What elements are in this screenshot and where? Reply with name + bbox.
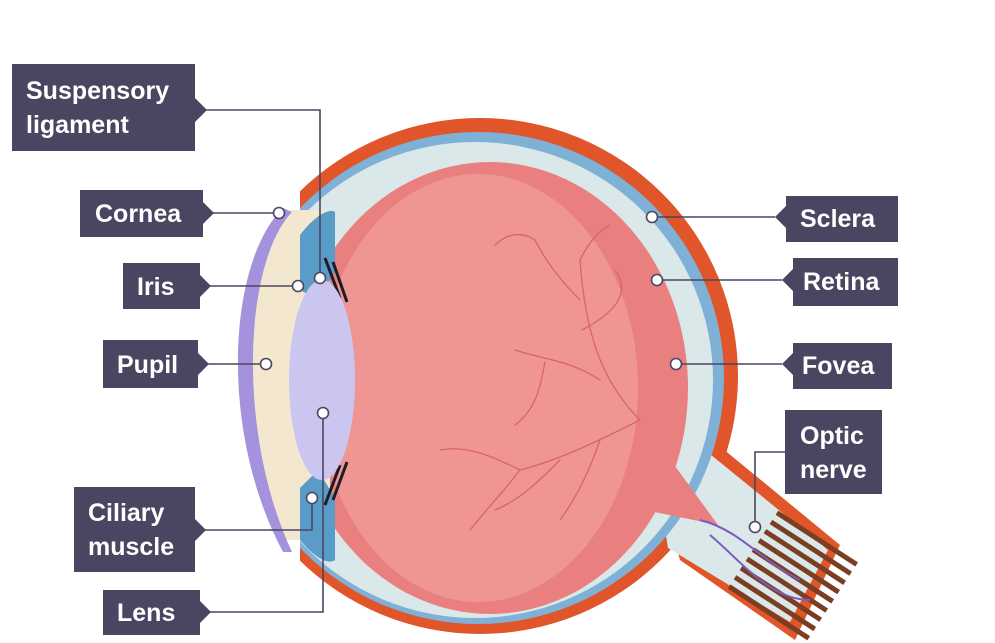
label-lens: Lens (103, 590, 211, 635)
label-suspensory-ligament-line2: ligament (26, 111, 129, 139)
vitreous-body (318, 174, 638, 602)
label-optic-nerve-line2: nerve (800, 456, 867, 484)
dot-suspensory-ligament (313, 271, 327, 285)
label-ciliary-muscle: Ciliary muscle (74, 487, 206, 572)
retinal-veins (439, 224, 641, 531)
optic-disc (620, 418, 718, 525)
lens-shape (289, 280, 355, 480)
dot-iris (291, 279, 305, 293)
dot-sclera (645, 210, 659, 224)
label-cornea-text: Cornea (95, 200, 182, 228)
label-sclera: Sclera (775, 196, 898, 242)
label-fovea-text: Fovea (802, 352, 875, 380)
dot-pupil (259, 357, 273, 371)
leader-dots (259, 206, 762, 534)
label-retina: Retina (782, 258, 898, 306)
dot-ciliary-muscle (305, 491, 319, 505)
label-pupil-text: Pupil (117, 351, 178, 379)
label-suspensory-ligament-line1: Suspensory (26, 77, 169, 105)
dot-optic-nerve (748, 520, 762, 534)
dot-retina (650, 273, 664, 287)
label-suspensory-ligament: Suspensory ligament (12, 64, 207, 151)
label-iris-text: Iris (137, 273, 175, 301)
cornea-shape (237, 208, 292, 552)
dot-fovea (669, 357, 683, 371)
label-pupil: Pupil (103, 340, 209, 388)
dot-cornea (272, 206, 286, 220)
ciliary-fibres-upper (323, 257, 349, 303)
label-sclera-text: Sclera (800, 205, 876, 233)
label-retina-text: Retina (803, 268, 881, 296)
dot-lens (316, 406, 330, 420)
label-ciliary-muscle-line2: muscle (88, 533, 174, 561)
label-fovea: Fovea (782, 343, 892, 389)
leader-lines (195, 109, 785, 613)
label-optic-nerve-line1: Optic (800, 422, 864, 450)
label-cornea: Cornea (80, 190, 214, 237)
label-lens-text: Lens (117, 599, 175, 627)
label-ciliary-muscle-line1: Ciliary (88, 499, 165, 527)
label-iris: Iris (123, 263, 211, 309)
ciliary-fibres-lower (323, 461, 349, 506)
label-optic-nerve: Optic nerve (785, 410, 882, 494)
optic-blood-vessels (699, 519, 811, 601)
